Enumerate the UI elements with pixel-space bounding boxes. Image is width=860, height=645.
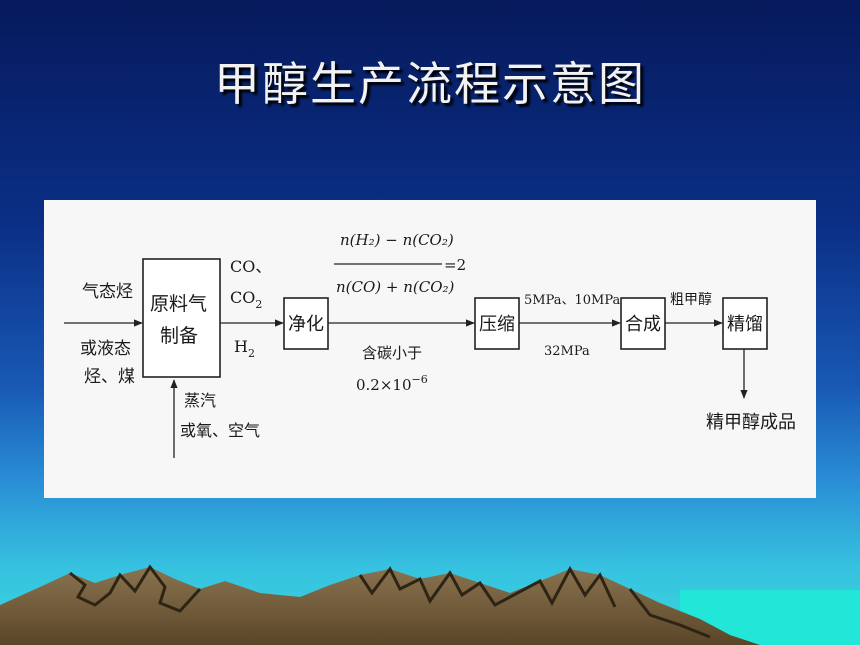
purification-box bbox=[283, 297, 329, 350]
carbon-limit-label: 含碳小于 bbox=[362, 344, 422, 362]
raw-gas-prep-label-1: 原料气 bbox=[150, 293, 207, 315]
pressure-label-top: 5MPa、10MPa、 bbox=[524, 293, 633, 308]
steam-label: 蒸汽 bbox=[184, 391, 216, 410]
synthesis-label: 合成 bbox=[625, 314, 661, 335]
crude-methanol-label: 粗甲醇 bbox=[670, 291, 712, 308]
distillation-label: 精馏 bbox=[727, 314, 763, 335]
pressure-label-bottom: 32MPa bbox=[544, 344, 590, 359]
flow-diagram: 气态烃 或液态 烃、煤 原料气 制备 蒸汽 或氧、空气 CO、 CO2 H2 净… bbox=[64, 231, 796, 458]
co2-label: CO2 bbox=[230, 288, 262, 311]
purification-label: 净化 bbox=[288, 314, 324, 335]
co-label: CO、 bbox=[230, 257, 271, 276]
ratio-value: =2 bbox=[444, 256, 466, 274]
ratio-denominator: n(CO) + n(CO₂) bbox=[336, 278, 455, 296]
raw-gas-prep-box bbox=[142, 258, 221, 378]
feed-liquid-label: 或液态 bbox=[80, 339, 131, 359]
feed-gaseous-label: 气态烃 bbox=[82, 282, 133, 302]
feed-coal-label: 烃、煤 bbox=[84, 367, 135, 387]
flow-diagram-panel: 气态烃 或液态 烃、煤 原料气 制备 蒸汽 或氧、空气 CO、 CO2 H2 净… bbox=[44, 200, 816, 498]
mountain-decoration bbox=[0, 564, 760, 645]
product-label: 精甲醇成品 bbox=[706, 412, 796, 433]
distillation-box bbox=[722, 297, 768, 350]
ratio-numerator: n(H₂) − n(CO₂) bbox=[340, 231, 454, 249]
carbon-limit-value: 0.2×10−6 bbox=[356, 373, 428, 394]
oxygen-air-label: 或氧、空气 bbox=[180, 421, 260, 440]
h2-label: H2 bbox=[234, 337, 255, 360]
raw-gas-prep-label-2: 制备 bbox=[160, 325, 198, 347]
compression-label: 压缩 bbox=[479, 314, 515, 335]
slide-title: 甲醇生产流程示意图 bbox=[214, 57, 646, 111]
